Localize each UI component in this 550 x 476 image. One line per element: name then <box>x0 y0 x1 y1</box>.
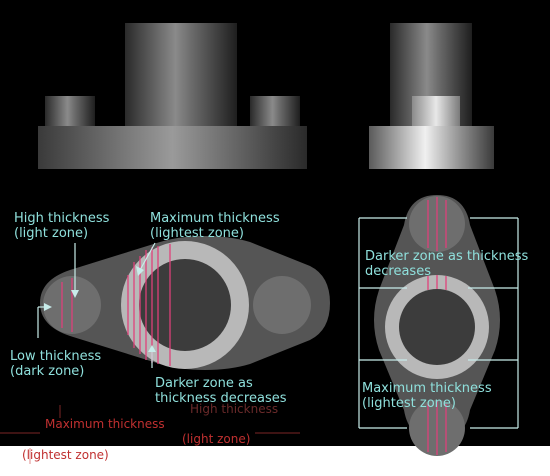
arrow-max-thickness-left <box>136 266 144 276</box>
label-high-thickness: High thickness (light zone) <box>14 211 110 241</box>
arrow-high-thickness <box>71 290 79 298</box>
left-small-boss <box>45 96 95 126</box>
label-max-thickness-right: Maximum thickness (lightest zone) <box>362 381 492 411</box>
right-bolt-hole <box>253 276 311 334</box>
ghost-high-thickness: High thickness <box>190 402 279 416</box>
label-darker-zone-right: Darker zone as thickness decreases <box>365 249 529 279</box>
right-small-boss <box>250 96 300 126</box>
arrow-darker-zone-left <box>148 345 156 352</box>
left-flange-base <box>38 126 307 169</box>
leader-lines <box>37 217 519 429</box>
ghost-light-zone: (light zone) <box>182 432 251 446</box>
ghost-lightest-zone: (lightest zone) <box>22 448 109 462</box>
leader-arrowheads <box>44 266 156 352</box>
right-plan-view <box>374 195 500 456</box>
left-plan-view <box>40 236 330 370</box>
left-main-boss <box>125 23 237 126</box>
right-inner-step <box>412 96 460 126</box>
left-side-view <box>38 23 307 169</box>
right-side-view <box>369 23 494 169</box>
thickness-stripes-left <box>61 244 171 366</box>
bore <box>139 259 231 351</box>
arrow-low-thickness <box>44 303 52 311</box>
right-flange-base <box>369 126 494 169</box>
label-darker-zone-left: Darker zone as thickness decreases <box>155 376 287 406</box>
label-max-thickness-left: Maximum thickness (lightest zone) <box>150 211 280 241</box>
label-low-thickness: Low thickness (dark zone) <box>10 349 102 379</box>
thickness-stripes-right <box>427 197 447 455</box>
leader-max-thickness-left <box>139 242 156 271</box>
ghost-max-thickness: Maximum thickness <box>45 417 165 431</box>
right-bore <box>399 289 475 365</box>
